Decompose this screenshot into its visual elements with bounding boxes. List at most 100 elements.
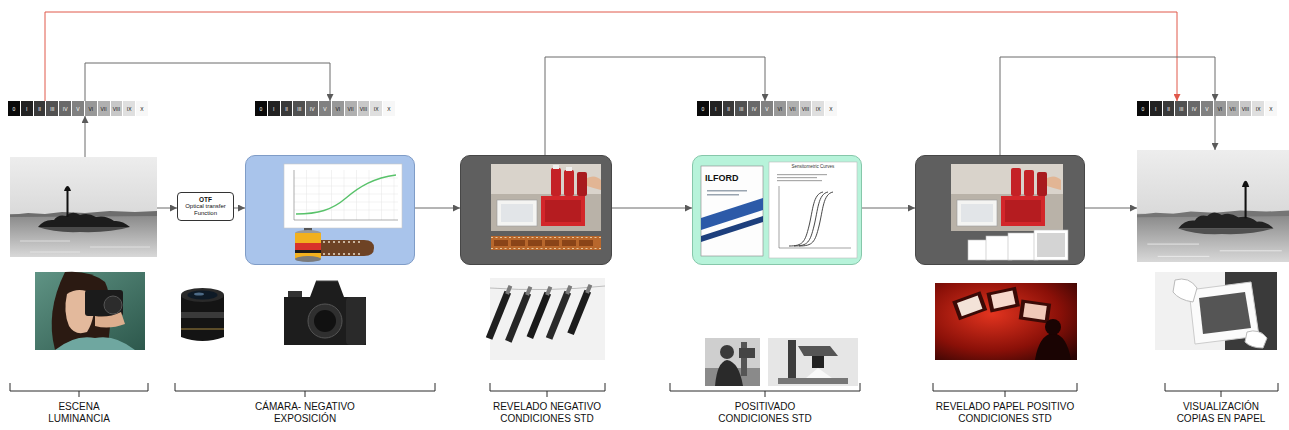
camera-stage-art: [295, 256, 321, 262]
drying-film-photo: [486, 291, 511, 340]
scene-photo: [38, 227, 130, 232]
camera-stage-art: [295, 250, 321, 253]
step-wedge: 0IIIIIIIVVVIVIIVIIIIXX: [1137, 101, 1277, 116]
camera-stage-art: [296, 175, 396, 214]
negative-development-art: [577, 172, 587, 196]
photographer-photo: [55, 337, 135, 350]
negative-development-art: [494, 240, 593, 246]
zone-number: V: [319, 101, 331, 116]
chart-title: Sensitometric Curves: [781, 164, 845, 169]
zone-number: I: [1150, 101, 1162, 116]
stage-bracket: [490, 383, 605, 397]
printing-stage-art: [701, 166, 763, 256]
print-photo: [1242, 181, 1249, 187]
print-development-art: [951, 164, 1063, 231]
zone-number: 0: [1137, 101, 1149, 116]
print-development-art: [916, 156, 1086, 266]
scene-photo: [67, 187, 69, 217]
print-photo: [1137, 150, 1289, 262]
zone-number: VI: [774, 101, 786, 116]
zone-number: VII: [345, 101, 357, 116]
zone-number: IX: [370, 101, 382, 116]
stage-bracket: [175, 383, 435, 397]
enlarger-operator-photo: [705, 338, 760, 386]
zone-number: X: [136, 101, 148, 116]
connector-arrow: [1215, 116, 1216, 150]
printing-stage-art: [777, 180, 822, 181]
stage-box: [915, 155, 1085, 265]
photographer-photo: [35, 272, 145, 350]
connector-arrow: [612, 208, 692, 209]
negative-development-art: [491, 238, 601, 249]
lens-photo: [181, 312, 224, 318]
enlarger-operator-photo: [739, 348, 755, 358]
print-photo: [1147, 244, 1281, 256]
zone-number: II: [1163, 101, 1175, 116]
stage-bracket: [10, 383, 148, 397]
zone-number: X: [383, 101, 395, 116]
camera-photo: [288, 291, 302, 297]
drying-film-photo: [527, 292, 551, 339]
zone-number: X: [825, 101, 837, 116]
enlarger-photo: [798, 346, 838, 356]
printing-stage-art: [789, 192, 823, 246]
connector-arrow: [415, 208, 460, 209]
darkroom-photo: [991, 290, 1015, 308]
enlarger-photo: [778, 378, 848, 384]
printing-stage-art: [701, 198, 763, 230]
enlarger-photo: [788, 340, 796, 384]
negative-development-art: [551, 168, 561, 196]
scene-photo: [10, 157, 157, 257]
zone-number: II: [281, 101, 293, 116]
darkroom-photo: [1019, 299, 1051, 323]
print-photo: [1178, 228, 1273, 234]
zone-number: IX: [1252, 101, 1264, 116]
zone-number: II: [34, 101, 46, 116]
print-development-art: [1047, 176, 1061, 190]
negative-development-art: [491, 236, 601, 250]
print-development-art: [1005, 200, 1041, 222]
enlarger-photo: [812, 356, 824, 368]
print-development-art: [1037, 233, 1065, 257]
connector-arrow: [1085, 208, 1137, 209]
printing-stage-art: [794, 192, 828, 246]
zone-number: VIII: [800, 101, 812, 116]
darkroom-photo: [1023, 303, 1047, 320]
camera-stage-art: [295, 233, 321, 259]
darkroom-photo: [986, 287, 1020, 313]
darkroom-photo: [986, 287, 1020, 313]
negative-development-art: [566, 167, 572, 171]
lens-photo: [181, 288, 224, 302]
drying-film-photo: [567, 290, 591, 335]
zone-number: 0: [255, 101, 267, 116]
photographer-photo: [85, 290, 123, 316]
zone-number: I: [710, 101, 722, 116]
camera-photo: [316, 281, 338, 282]
print-development-art: [957, 200, 997, 226]
connector-arrow: [157, 208, 177, 209]
zone-number: VIII: [111, 101, 123, 116]
negative-development-art: [491, 164, 601, 231]
drying-film-photo: [486, 278, 605, 360]
print-handling-photo: [1245, 331, 1267, 348]
print-development-art: [1001, 196, 1045, 226]
printing-stage-art: [789, 192, 833, 246]
drying-film-photo: [545, 286, 552, 296]
negative-development-art: [553, 165, 559, 169]
printing-stage-art: [769, 162, 857, 258]
printing-stage-art: [777, 177, 817, 178]
negative-development-art: [541, 196, 585, 226]
scene-photo: [38, 213, 130, 227]
enlarger-operator-photo: [720, 345, 734, 359]
print-photo: [1137, 150, 1289, 262]
stage-caption: REVELADO PAPEL POSITIVO CONDICIONES STD: [925, 401, 1085, 425]
print-handling-photo: [1155, 272, 1277, 350]
print-development-art: [1008, 233, 1038, 260]
stage-box: [245, 155, 415, 265]
camera-stage-art: [294, 170, 398, 220]
connector-arrow: [85, 116, 86, 157]
camera-stage-art: [294, 170, 398, 220]
zone-number: I: [268, 101, 280, 116]
camera-photo: [314, 310, 336, 332]
zone-number: IV: [59, 101, 71, 116]
